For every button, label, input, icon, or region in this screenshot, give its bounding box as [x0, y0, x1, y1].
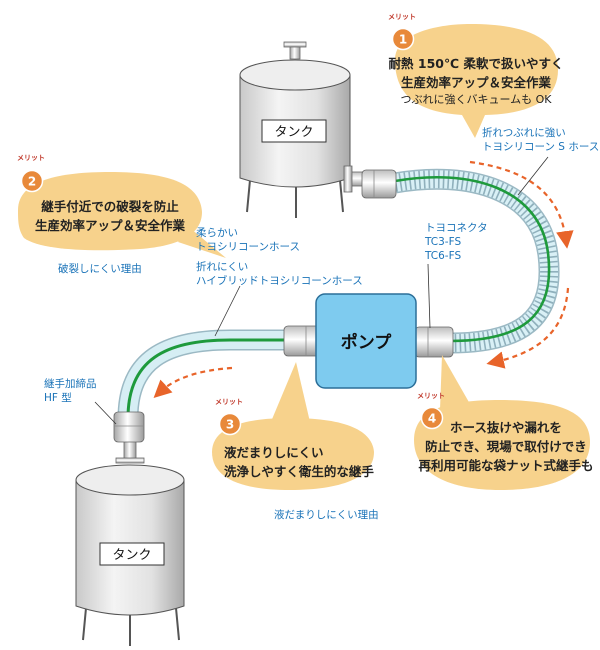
connector-pump-left: [283, 325, 321, 357]
fitting-hf: [113, 411, 145, 443]
flow-arrow-left: [153, 366, 233, 399]
leader-fitting: [94, 401, 117, 425]
merit-3-line2: 洗浄しやすく衛生的な継手: [224, 464, 374, 479]
merit-4-badge: [420, 406, 444, 430]
s-hose: [393, 168, 560, 354]
merit-3-tag: メリット: [215, 398, 243, 406]
merit-2-badge: [20, 169, 44, 193]
merit-4-line2: 防止でき、現場で取付けでき: [425, 439, 587, 454]
connector-label-3: TC6-FS: [424, 250, 461, 262]
connector-label-2: TC3-FS: [424, 236, 461, 248]
soft-hose-label-1: 柔らかい: [196, 227, 238, 239]
s-hose-label-2: トヨシリコーン S ホース: [482, 141, 599, 153]
merit-3-line1: 液だまりしにくい: [224, 445, 324, 460]
merit-4-number: 4: [428, 412, 436, 426]
burst-reason-link[interactable]: 破裂しにくい理由: [58, 262, 142, 275]
s-hose-label-1: 折れつぶれに強い: [482, 126, 566, 139]
connector-label-1: トヨコネクタ: [425, 222, 488, 234]
merit-4: メリット 4 ホース抜けや漏れを 防止でき、現場で取付けでき 再利用可能な袋ナッ…: [414, 355, 594, 490]
merit-1: メリット 1 耐熱 150℃ 柔軟で扱いやすく 生産効率アップ＆安全作業 つぶれ…: [388, 13, 563, 138]
flow-arrow-right: [486, 287, 570, 369]
merit-1-tag: メリット: [388, 13, 416, 21]
merit-2-line2: 生産効率アップ＆安全作業: [35, 218, 186, 233]
hybrid-label-2: ハイブリッドトヨシリコーンホース: [196, 274, 363, 287]
bottom-tank-label: タンク: [112, 548, 151, 563]
top-tank-label: タンク: [274, 125, 313, 140]
top-tank: タンク: [239, 41, 365, 218]
merit-4-line3: 再利用可能な袋ナット式継手も: [418, 458, 593, 473]
hybrid-hose: [117, 329, 290, 419]
flow-arrow-top: [469, 160, 574, 249]
connector-top: [361, 169, 397, 199]
pump: ポンプ: [315, 293, 417, 389]
merit-2-tag: メリット: [17, 154, 45, 162]
merit-4-tag: メリット: [417, 392, 445, 400]
merit-1-line2: 生産効率アップ＆安全作業: [401, 75, 552, 90]
soft-hose-label-2: トヨシリコーンホース: [196, 241, 300, 253]
merit-1-line3: つぶれに強くバキュームも OK: [400, 93, 552, 106]
merit-2-number: 2: [28, 175, 36, 189]
merit-4-line1: ホース抜けや漏れを: [450, 420, 562, 435]
merit-2-line1: 継手付近での破裂を防止: [41, 199, 179, 214]
pump-label: ポンプ: [341, 332, 392, 353]
leader-connector: [427, 263, 431, 329]
hybrid-label-1: 折れにくい: [196, 260, 248, 273]
merit-1-number: 1: [399, 33, 407, 47]
fitting-label-2: HF 型: [44, 391, 72, 404]
connector-pump-right: [414, 326, 454, 358]
merit-3-badge: [218, 412, 242, 436]
liquid-reason-link[interactable]: 液だまりしにくい理由: [274, 508, 379, 521]
bottom-tank: タンク: [75, 439, 185, 646]
leader-hybrid: [214, 285, 241, 337]
merit-1-line1: 耐熱 150℃ 柔軟で扱いやすく: [389, 56, 564, 71]
leader-s-hose: [517, 156, 549, 196]
merit-3-number: 3: [226, 418, 234, 432]
merit-1-badge: [391, 27, 415, 51]
fitting-label-1: 継手加締品: [44, 377, 97, 390]
merit-2: メリット 2 継手付近での破裂を防止 生産効率アップ＆安全作業: [17, 154, 226, 258]
merit-3: メリット 3 液だまりしにくい 洗浄しやすく衛生的な継手: [212, 362, 374, 490]
